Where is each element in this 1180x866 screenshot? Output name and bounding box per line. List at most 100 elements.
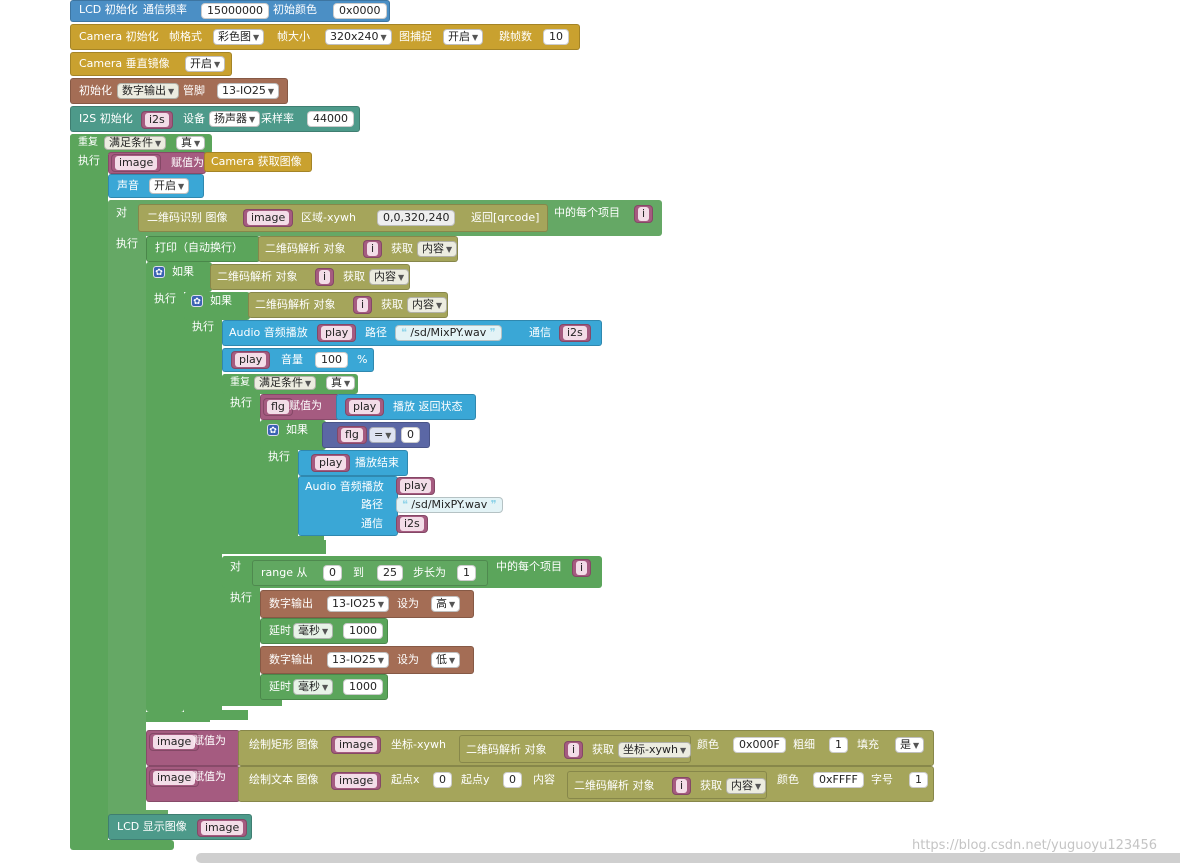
var-flg[interactable]: flg: [337, 426, 367, 444]
pin-init-block[interactable]: 初始化 数字输出▼ 管脚 13-IO25▼: [70, 78, 288, 104]
unit-dropdown[interactable]: 毫秒▼: [293, 679, 334, 695]
field-dropdown[interactable]: 内容▼: [726, 778, 767, 794]
repeat-block[interactable]: 重复 满足条件▼ 真▼: [70, 134, 212, 154]
skip-field[interactable]: 10: [543, 29, 569, 45]
y-field[interactable]: 0: [503, 772, 522, 788]
var-image[interactable]: image: [331, 772, 382, 790]
var-play[interactable]: play: [345, 398, 385, 416]
thick-field[interactable]: 1: [829, 737, 848, 753]
var-i[interactable]: i: [672, 777, 692, 795]
level-dropdown[interactable]: 高▼: [431, 596, 461, 612]
size-dropdown[interactable]: 320x240▼: [325, 29, 392, 45]
print-block[interactable]: 打印（自动换行）: [146, 236, 260, 262]
x-field[interactable]: 0: [433, 772, 452, 788]
qr-parse-block[interactable]: 二维码解析 对象 i 获取 内容▼: [258, 236, 458, 262]
var-i2s[interactable]: i2s: [559, 324, 591, 342]
var-i[interactable]: i: [572, 559, 592, 577]
qr-parse-block[interactable]: 二维码解析 对象 i 获取 坐标-xywh▼: [459, 735, 692, 763]
level-dropdown[interactable]: 低▼: [431, 652, 461, 668]
camera-vflip-block[interactable]: Camera 垂直镜像 开启▼: [70, 52, 232, 76]
capture-dropdown[interactable]: 开启▼: [443, 29, 484, 45]
var-image[interactable]: image: [111, 154, 162, 172]
assign-flg-block[interactable]: flg 赋值为: [260, 394, 340, 420]
var-play[interactable]: play: [396, 477, 436, 495]
var-play[interactable]: play: [231, 351, 271, 369]
var-play[interactable]: play: [317, 324, 357, 342]
unit-dropdown[interactable]: 毫秒▼: [293, 623, 334, 639]
assign-image-block[interactable]: image 赋值为: [146, 766, 240, 802]
lcd-init-block[interactable]: LCD 初始化 通信频率 15000000 初始颜色 0x0000: [70, 0, 390, 22]
var-i[interactable]: i: [564, 741, 584, 759]
camera-init-block[interactable]: Camera 初始化 帧格式 彩色图▼ 帧大小 320x240▼ 图捕捉 开启▼…: [70, 24, 580, 50]
if1-block[interactable]: ✿ 如果: [146, 262, 212, 292]
var-i[interactable]: i: [363, 240, 383, 258]
field-dropdown[interactable]: 内容▼: [407, 297, 448, 313]
size-field[interactable]: 1: [909, 772, 928, 788]
var-image[interactable]: image: [149, 769, 200, 787]
bool-dropdown[interactable]: 真▼: [326, 376, 356, 390]
var-i[interactable]: i: [315, 268, 335, 286]
i2s-init-block[interactable]: I2S 初始化 i2s 设备 扬声器▼ 采样率 44000: [70, 106, 360, 132]
volume-field[interactable]: 100: [315, 352, 348, 368]
bool-dropdown[interactable]: 真▼: [176, 136, 206, 150]
audio-play-block[interactable]: Audio 音频播放 路径 通信: [298, 476, 398, 536]
gear-icon[interactable]: ✿: [267, 424, 279, 436]
mode-dropdown[interactable]: 数字输出▼: [117, 83, 180, 99]
draw-rect-block[interactable]: 绘制矩形 图像 image 坐标-xywh 二维码解析 对象 i 获取 坐标-x…: [238, 730, 934, 766]
format-dropdown[interactable]: 彩色图▼: [213, 29, 265, 45]
for-range-block[interactable]: 对 range 从 0 到 25 步长为 1 中的每个项目 i: [222, 556, 602, 588]
var-i2s[interactable]: i2s: [141, 111, 173, 129]
path-string[interactable]: ❝ /sd/MixPY.wav ❞: [395, 325, 502, 341]
field-dropdown[interactable]: 内容▼: [369, 269, 410, 285]
if2-block[interactable]: ✿ 如果: [184, 292, 250, 320]
play-status-block[interactable]: play 播放 返回状态: [336, 394, 476, 420]
sound-dropdown[interactable]: 开启▼: [149, 178, 190, 194]
draw-text-block[interactable]: 绘制文本 图像 image 起点x 0 起点y 0 内容 二维码解析 对象 i …: [238, 766, 934, 802]
freq-field[interactable]: 15000000: [201, 3, 269, 19]
for-qr-block[interactable]: 对 二维码识别 图像 image 区域-xywh 0,0,320,240 返回[…: [108, 200, 662, 236]
pin-dropdown[interactable]: 13-IO25▼: [217, 83, 280, 99]
delay-field[interactable]: 1000: [343, 623, 383, 639]
play-end-block[interactable]: play 播放结束: [298, 450, 408, 476]
gear-icon[interactable]: ✿: [191, 295, 203, 307]
path-string[interactable]: ❝ /sd/MixPY.wav ❞: [396, 497, 503, 513]
delay-block[interactable]: 延时 毫秒▼ 1000: [260, 674, 388, 700]
var-play[interactable]: play: [311, 454, 351, 472]
device-dropdown[interactable]: 扬声器▼: [209, 111, 261, 127]
qr-parse-block[interactable]: 二维码解析 对象 i 获取 内容▼: [567, 771, 767, 799]
cond-dropdown[interactable]: 满足条件▼: [104, 136, 167, 150]
step-field[interactable]: 1: [457, 565, 476, 581]
color-field[interactable]: 0x000F: [733, 737, 786, 753]
var-i[interactable]: i: [353, 296, 373, 314]
assign-image-block[interactable]: image 赋值为: [108, 152, 206, 174]
qr-parse-block[interactable]: 二维码解析 对象 i 获取 内容▼: [248, 292, 448, 318]
range-block[interactable]: range 从 0 到 25 步长为 1: [252, 560, 488, 586]
compare-block[interactable]: flg =▼ 0: [322, 422, 430, 448]
digital-out-block[interactable]: 数字输出 13-IO25▼ 设为 高▼: [260, 590, 474, 618]
var-image[interactable]: image: [243, 209, 294, 227]
assign-image-block[interactable]: image 赋值为: [146, 730, 240, 766]
delay-field[interactable]: 1000: [343, 679, 383, 695]
camera-snapshot-block[interactable]: Camera 获取图像: [204, 152, 312, 172]
horizontal-scrollbar[interactable]: [196, 853, 1180, 863]
qr-detect-block[interactable]: 二维码识别 图像 image 区域-xywh 0,0,320,240 返回[qr…: [138, 204, 548, 232]
var-i[interactable]: i: [634, 205, 654, 223]
var-image[interactable]: image: [149, 733, 200, 751]
sound-block[interactable]: 声音 开启▼: [108, 174, 204, 198]
region-list[interactable]: 0,0,320,240: [377, 210, 456, 226]
op-dropdown[interactable]: =▼: [369, 427, 397, 443]
pin-dropdown[interactable]: 13-IO25▼: [327, 596, 390, 612]
from-field[interactable]: 0: [323, 565, 342, 581]
var-image[interactable]: image: [197, 819, 248, 837]
var-image[interactable]: image: [331, 736, 382, 754]
cond-dropdown[interactable]: 满足条件▼: [254, 376, 317, 390]
to-field[interactable]: 25: [377, 565, 403, 581]
delay-block[interactable]: 延时 毫秒▼ 1000: [260, 618, 388, 644]
repeat2-block[interactable]: 重复 满足条件▼ 真▼: [222, 374, 358, 394]
num-field[interactable]: 0: [401, 427, 420, 443]
qr-parse-block[interactable]: 二维码解析 对象 i 获取 内容▼: [210, 264, 410, 290]
gear-icon[interactable]: ✿: [153, 266, 165, 278]
audio-play-block[interactable]: Audio 音频播放 play 路径 ❝ /sd/MixPY.wav ❞ 通信 …: [222, 320, 602, 346]
var-flg[interactable]: flg: [263, 398, 293, 416]
vflip-dropdown[interactable]: 开启▼: [185, 56, 226, 72]
